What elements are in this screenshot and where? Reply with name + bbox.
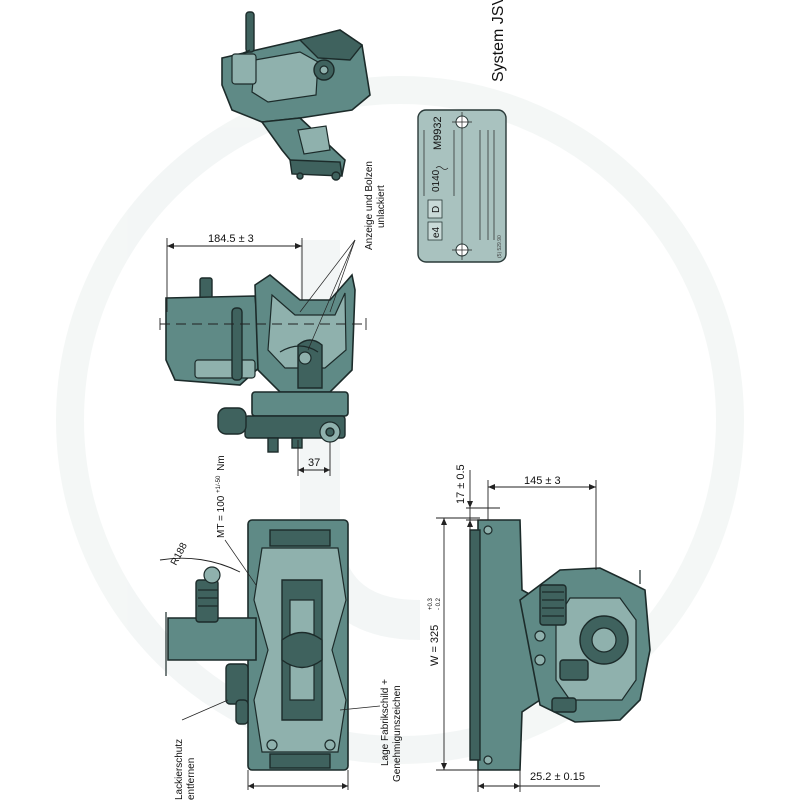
approval-class: D bbox=[431, 206, 442, 213]
radius-label: R188 bbox=[169, 541, 190, 568]
plate-label-2: Genehmigunszeichen bbox=[392, 685, 403, 782]
paint-label-1: Lackierschutz bbox=[174, 739, 185, 800]
nameplate-footnote: (5) 529.90 bbox=[497, 235, 503, 258]
model-number: M9932 bbox=[432, 116, 444, 150]
side-view bbox=[159, 273, 367, 453]
dim-w325-value: W = 325 bbox=[429, 625, 441, 666]
dimension-37: 37 bbox=[297, 440, 331, 476]
indicator-callout: Anzeige und Bolzen unlackiert bbox=[299, 161, 387, 351]
dimension-25: 25.2 ± 0.15 bbox=[477, 770, 600, 792]
dimension-145: 145 ± 3 bbox=[487, 475, 597, 570]
dim-w325-tol-plus: +0.3 bbox=[428, 597, 434, 610]
torque-label: MT = 100 +1/-50 Nm bbox=[212, 455, 227, 538]
indicator-label-1: Anzeige und Bolzen bbox=[364, 161, 375, 250]
dimension-w325: W = 325 +0.3 - 0.2 bbox=[428, 517, 480, 771]
plan-view bbox=[159, 519, 349, 771]
torque-unit: Nm bbox=[216, 455, 227, 471]
isometric-view bbox=[221, 11, 371, 181]
torque-tolerance: +1/-50 bbox=[216, 475, 222, 493]
dimension-184: 184.5 ± 3 bbox=[166, 233, 303, 312]
plan-bottom-dimension bbox=[247, 770, 349, 790]
dim-w325-label: W = 325 bbox=[429, 625, 441, 666]
dim-184-label: 184.5 ± 3 bbox=[208, 233, 254, 245]
plate-callout: Lage Fabrikschild + Genehmigunszeichen bbox=[339, 679, 403, 782]
torque-value: MT = 100 bbox=[216, 495, 227, 538]
nameplate: e4 D 0140 M9932 (5) 529.90 bbox=[417, 109, 507, 263]
dim-37-label: 37 bbox=[308, 457, 320, 469]
dim-145-label: 145 ± 3 bbox=[524, 475, 561, 487]
right-side-view bbox=[469, 519, 651, 771]
paint-callout: Lackierschutz entfernen bbox=[174, 699, 229, 800]
approval-number: 0140 bbox=[431, 169, 442, 192]
indicator-label-2: unlackiert bbox=[376, 185, 387, 228]
torque-callout: MT = 100 +1/-50 Nm bbox=[212, 455, 257, 586]
dim-17-label: 17 ± 0.5 bbox=[455, 464, 467, 504]
dim-w325-tol-minus: - 0.2 bbox=[436, 597, 442, 610]
paint-label-2: entfernen bbox=[186, 758, 197, 800]
dim-25-label: 25.2 ± 0.15 bbox=[530, 771, 585, 783]
system-title: System JSV bbox=[490, 0, 507, 82]
approval-prefix: e4 bbox=[431, 226, 442, 238]
dimension-17: 17 ± 0.5 bbox=[455, 464, 500, 540]
plate-label-1: Lage Fabrikschild + bbox=[380, 679, 391, 766]
